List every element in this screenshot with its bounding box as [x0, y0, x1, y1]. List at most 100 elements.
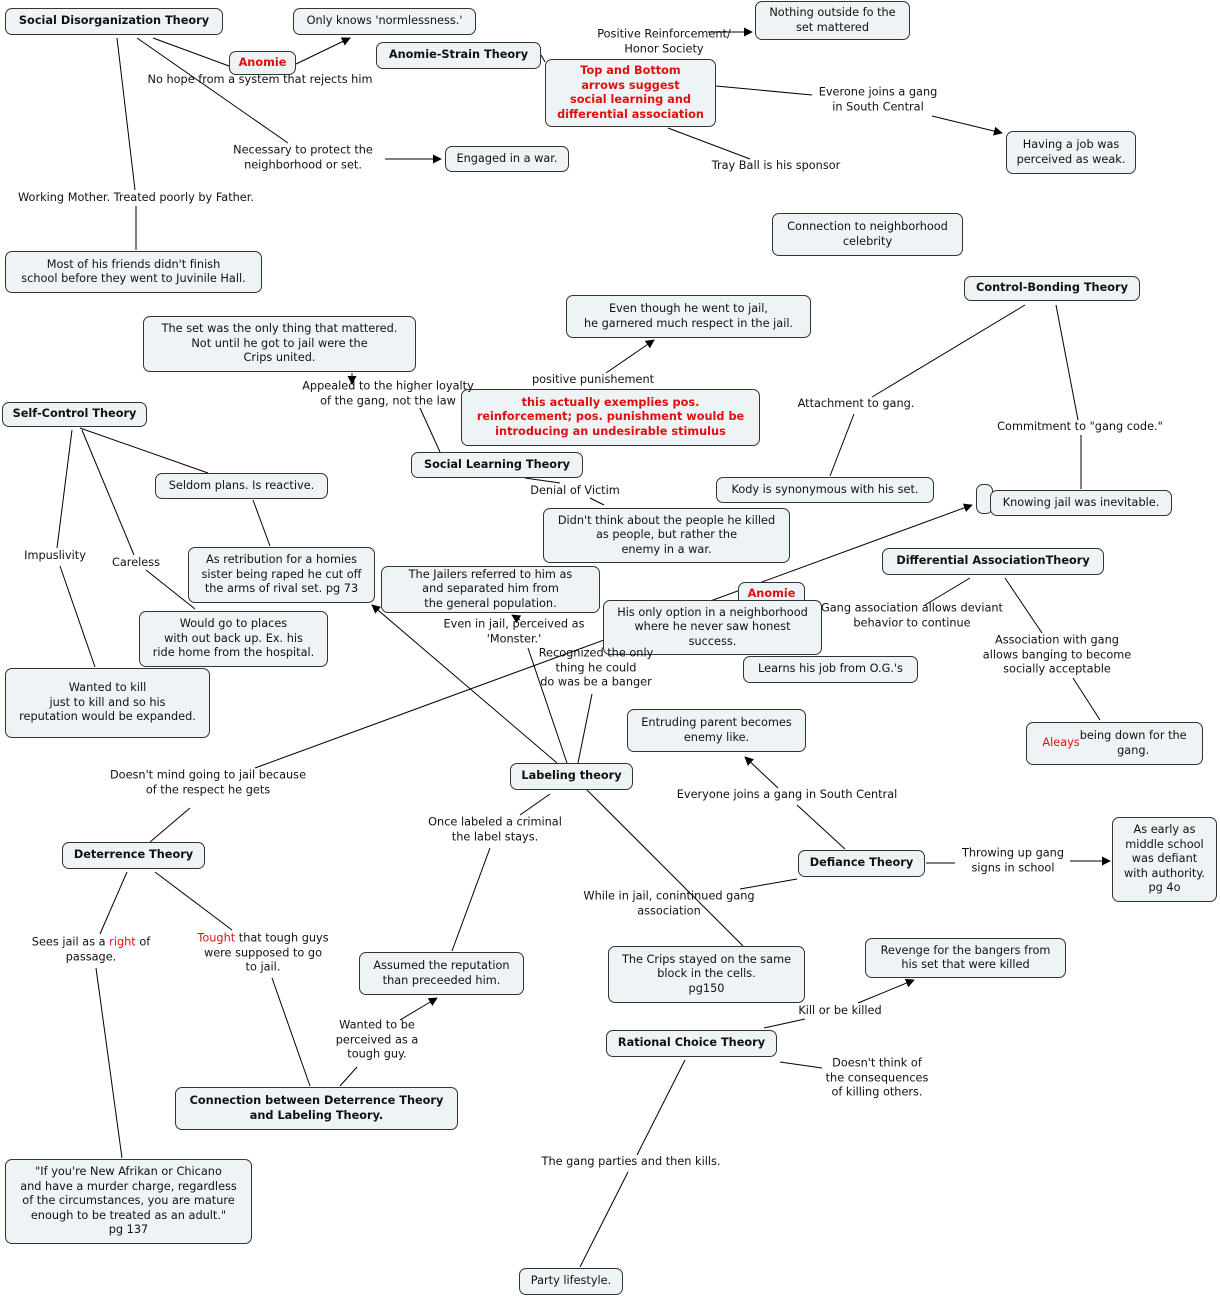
- concept-node[interactable]: Seldom plans. Is reactive.: [155, 473, 328, 499]
- concept-node[interactable]: Learns his job from O.G.'s: [743, 656, 918, 683]
- arrow-link: [399, 997, 438, 1021]
- link-line: [924, 577, 971, 606]
- concept-node[interactable]: Only knows 'normlessness.': [293, 8, 476, 35]
- concept-node[interactable]: Wanted to kill just to kill and so his r…: [5, 668, 210, 738]
- arrow-link: [371, 604, 558, 764]
- concept-node-theory[interactable]: Social Disorganization Theory: [5, 8, 223, 35]
- concept-node[interactable]: Anomie: [229, 51, 296, 75]
- concept-node[interactable]: Would go to places with out back up. Ex.…: [139, 611, 328, 667]
- concept-node[interactable]: Having a job was perceived as weak.: [1006, 131, 1136, 174]
- link-line: [99, 871, 128, 935]
- link-line: [636, 1059, 686, 1156]
- concept-node-theory[interactable]: Control-Bonding Theory: [964, 276, 1140, 301]
- concept-node[interactable]: Aleays being down for the gang.: [1026, 722, 1203, 765]
- link-line: [81, 429, 135, 556]
- concept-node-theory[interactable]: Differential AssociationTheory: [882, 548, 1104, 575]
- arrow-link: [605, 339, 655, 374]
- concept-node[interactable]: Knowing jail was inevitable.: [990, 490, 1172, 516]
- link-line: [739, 878, 798, 890]
- link-label: Everyone joins a gang in South Central: [676, 787, 898, 801]
- link-label: Once labeled a criminal the label stays.: [428, 815, 562, 844]
- link-label: Tought that tough guys were supposed to …: [197, 931, 328, 975]
- link-label: Throwing up gang signs in school: [961, 846, 1065, 875]
- link-label: Gang association allows deviant behavior…: [821, 601, 1003, 630]
- link-line: [95, 967, 123, 1159]
- link-label: Positive Reinforcement/ Honor Society: [597, 27, 731, 56]
- link-line: [451, 847, 491, 952]
- text-segment: of passage.: [65, 935, 151, 964]
- arrow-link: [857, 978, 915, 1004]
- concept-node[interactable]: His only option in a neighborhood where …: [603, 600, 822, 655]
- link-label: positive punishement: [531, 372, 655, 386]
- link-line: [586, 789, 744, 947]
- link-label: While in jail, conintinued gang associat…: [583, 889, 755, 918]
- concept-node[interactable]: this actually exemplies pos. reinforceme…: [461, 389, 760, 446]
- link-label: Working Mother. Treated poorly by Father…: [18, 190, 254, 204]
- highlighted-text: Aleays: [1042, 736, 1080, 750]
- link-label: No hope from a system that rejects him: [147, 72, 373, 86]
- highlighted-text: Tought: [197, 931, 236, 945]
- concept-node-theory[interactable]: Labeling theory: [510, 763, 633, 790]
- link-line: [152, 37, 230, 67]
- arrow-link: [931, 115, 1003, 136]
- link-line: [796, 804, 846, 850]
- concept-node-theory[interactable]: Social Learning Theory: [411, 452, 583, 478]
- link-line: [149, 807, 191, 843]
- concept-node-theory[interactable]: Defiance Theory: [798, 850, 925, 877]
- concept-node[interactable]: "If you're New Afrikan or Chicano and ha…: [5, 1159, 252, 1244]
- link-line: [667, 127, 751, 160]
- concept-node[interactable]: Revenge for the bangers from his set tha…: [865, 938, 1066, 978]
- arrow-link: [744, 756, 779, 789]
- text-segment: being down for the gang.: [1079, 729, 1187, 757]
- concept-node[interactable]: The set was the only thing that mattered…: [143, 316, 416, 372]
- link-label: Appealed to the higher loyalty of the ga…: [302, 379, 474, 408]
- text-segment: that tough guys were supposed to go to j…: [203, 931, 329, 974]
- link-label: Impuslivity: [24, 548, 86, 562]
- link-line: [829, 413, 855, 477]
- link-label: Association with gang allows banging to …: [982, 633, 1132, 676]
- link-label: Everone joins a gang in South Central: [818, 85, 938, 114]
- concept-node[interactable]: As early as middle school was defiant wi…: [1112, 817, 1217, 902]
- link-label: Doesn't mind going to jail because of th…: [109, 768, 307, 797]
- concept-node[interactable]: Engaged in a war.: [445, 146, 569, 172]
- link-line: [59, 565, 96, 668]
- arrow-link: [511, 614, 522, 624]
- link-label: Doesn't think of the consequences of kil…: [825, 1056, 929, 1099]
- link-line: [154, 871, 233, 931]
- concept-node-theory[interactable]: Self-Control Theory: [2, 402, 147, 427]
- concept-node[interactable]: Top and Bottom arrows suggest social lea…: [545, 59, 716, 127]
- concept-node[interactable]: Even though he went to jail, he garnered…: [566, 295, 811, 338]
- link-line: [540, 54, 546, 63]
- link-line: [271, 977, 311, 1087]
- concept-node[interactable]: Entruding parent becomes enemy like.: [627, 709, 806, 752]
- concept-node[interactable]: Kody is synonymous with his set.: [716, 477, 934, 503]
- link-label: Wanted to be perceived as a tough guy.: [335, 1018, 419, 1061]
- concept-node[interactable]: The Crips stayed on the same block in th…: [608, 946, 805, 1003]
- link-label: Tray Ball is his sponsor: [711, 158, 841, 172]
- concept-node[interactable]: Assumed the reputation than preceeded hi…: [359, 952, 524, 995]
- concept-node-theory[interactable]: Rational Choice Theory: [606, 1030, 777, 1057]
- link-line: [252, 499, 271, 547]
- concept-node[interactable]: Most of his friends didn't finish school…: [5, 251, 262, 293]
- link-line: [589, 497, 605, 506]
- concept-node[interactable]: Didn't think about the people he killed …: [543, 508, 790, 563]
- link-line: [779, 1061, 823, 1069]
- concept-node-theory[interactable]: Connection between Deterrence Theory and…: [175, 1087, 458, 1130]
- link-label: Even in jail, perceived as 'Monster.': [443, 617, 585, 646]
- concept-node[interactable]: Party lifestyle.: [519, 1268, 623, 1295]
- concept-node[interactable]: Connection to neighborhood celebrity: [772, 213, 963, 256]
- link-line: [579, 1171, 629, 1268]
- link-line: [871, 304, 1026, 398]
- concept-node-theory[interactable]: Anomie-Strain Theory: [376, 42, 541, 69]
- link-line: [715, 85, 813, 96]
- concept-node[interactable]: The Jailers referred to him as and separ…: [381, 566, 600, 613]
- concept-node[interactable]: Nothing outside fo the set mattered: [755, 1, 910, 40]
- concept-node-theory[interactable]: Deterrence Theory: [62, 842, 205, 869]
- arrow-link: [295, 37, 351, 65]
- concept-node[interactable]: As retribution for a homies sister being…: [188, 547, 375, 603]
- link-line: [1004, 577, 1043, 634]
- link-line: [1072, 677, 1101, 721]
- link-line: [577, 693, 593, 764]
- link-line: [763, 1018, 806, 1029]
- highlighted-text: right: [109, 935, 136, 949]
